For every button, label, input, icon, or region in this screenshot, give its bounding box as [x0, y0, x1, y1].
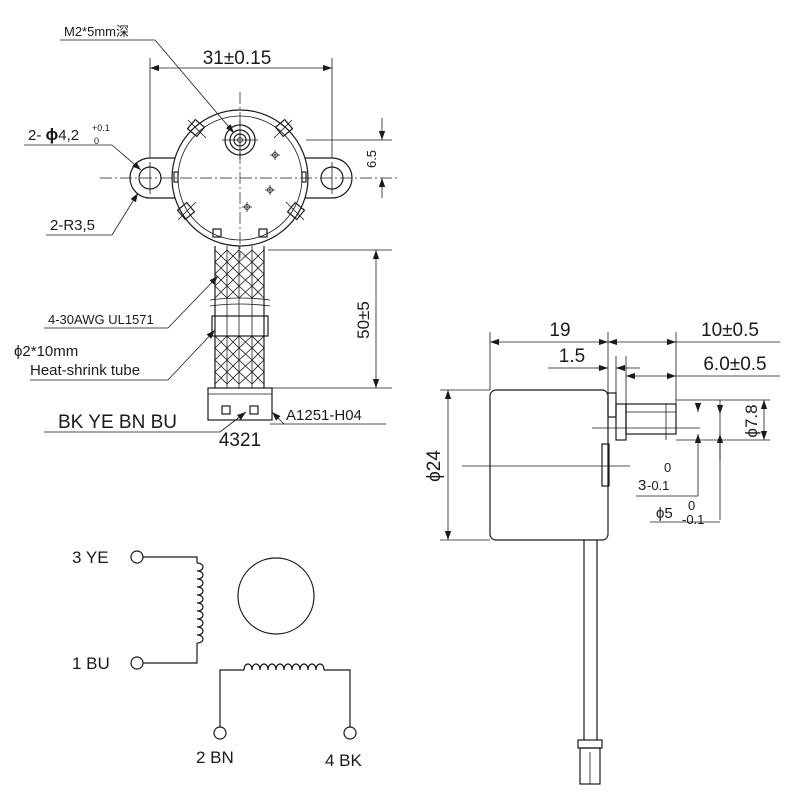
connector-model-label: A1251-H04 — [286, 407, 362, 424]
pin1-label: 1 BU — [72, 654, 110, 673]
wire-colors-label: BK YE BN BU — [58, 412, 177, 433]
pin2-label: 2 BN — [196, 748, 234, 767]
hole-tol-lower: 0 — [94, 136, 99, 146]
motor-housing — [171, 109, 309, 247]
rotor-symbol — [237, 557, 315, 635]
wiring-schematic: 3 YE 1 BU 2 BN 4 BK — [72, 548, 363, 770]
flange-thickness-label: 1.5 — [559, 346, 585, 367]
shaft-side — [625, 403, 677, 435]
pin4-label: 4 BK — [325, 751, 363, 770]
flange-top — [607, 392, 617, 418]
coil-b-right-wire — [324, 669, 351, 727]
shaft-tol-upper: 0 — [688, 498, 695, 513]
thread-holes — [242, 150, 280, 212]
hole-prefix: 2- — [28, 127, 46, 144]
shaft-tol-lower: -0.1 — [682, 512, 704, 527]
wire-bundle — [209, 246, 271, 388]
flat-tol-lower: -0.1 — [647, 478, 669, 493]
coil-b — [243, 663, 325, 671]
shaft-dia-main: ϕ5 — [656, 505, 673, 522]
coil-a-top-wire — [143, 556, 198, 563]
hole-tol-upper: +0.1 — [92, 123, 110, 133]
hole-callout: 2- ϕ4,2 — [28, 125, 79, 144]
flat-dim-main: 3 — [638, 477, 646, 494]
terminal-1 — [130, 656, 144, 670]
terminal-4 — [343, 726, 357, 740]
pin-numbers-label: 4321 — [219, 430, 261, 451]
hole-value: 4,2 — [58, 127, 79, 144]
radius-note-label: 2-R3,5 — [50, 217, 95, 234]
boss-diameter-label: ϕ7.8 — [742, 404, 761, 437]
shaft-boss-side — [615, 403, 627, 441]
connector-housing — [207, 387, 273, 421]
coil-a-bottom-wire — [143, 643, 198, 664]
thread-note-label: M2*5mm深 — [64, 24, 129, 39]
heat-shrink-tube — [211, 315, 269, 337]
body-length-label: 19 — [549, 320, 570, 341]
coil-b-left-wire — [219, 669, 244, 727]
top-view: 31±0.15 M2*5mm深 2- ϕ4,2 +0.1 0 2-R3,5 6.… — [14, 24, 400, 451]
left-mounting-ear — [129, 157, 175, 199]
side-view: 19 10±0.5 1.5 6.0±0.5 ϕ24 ϕ7.8 3 0 -0.1 … — [424, 320, 780, 785]
terminal-2 — [213, 726, 227, 740]
pin3-label: 3 YE — [72, 548, 109, 567]
tube-spec-label: ϕ2*10mm — [14, 343, 78, 360]
motor-body-side — [489, 389, 609, 541]
wire-spec-label: 4-30AWG UL1571 — [48, 312, 154, 327]
tube-label: Heat-shrink tube — [30, 362, 140, 379]
flat-length-label: 6.0±0.5 — [703, 354, 766, 375]
terminal-3 — [130, 550, 144, 564]
width-dimension-label: 31±0.15 — [203, 48, 272, 69]
coil-a — [196, 562, 204, 644]
hole-phi: ϕ — [46, 125, 59, 144]
shaft-length-label: 10±0.5 — [701, 320, 759, 341]
body-diameter-label: ϕ24 — [424, 450, 445, 482]
flat-tol-upper: 0 — [664, 460, 671, 475]
right-mounting-ear — [305, 157, 353, 199]
lead-length-label: 50±5 — [354, 301, 373, 339]
offset-dimension-label: 6.5 — [364, 150, 379, 168]
